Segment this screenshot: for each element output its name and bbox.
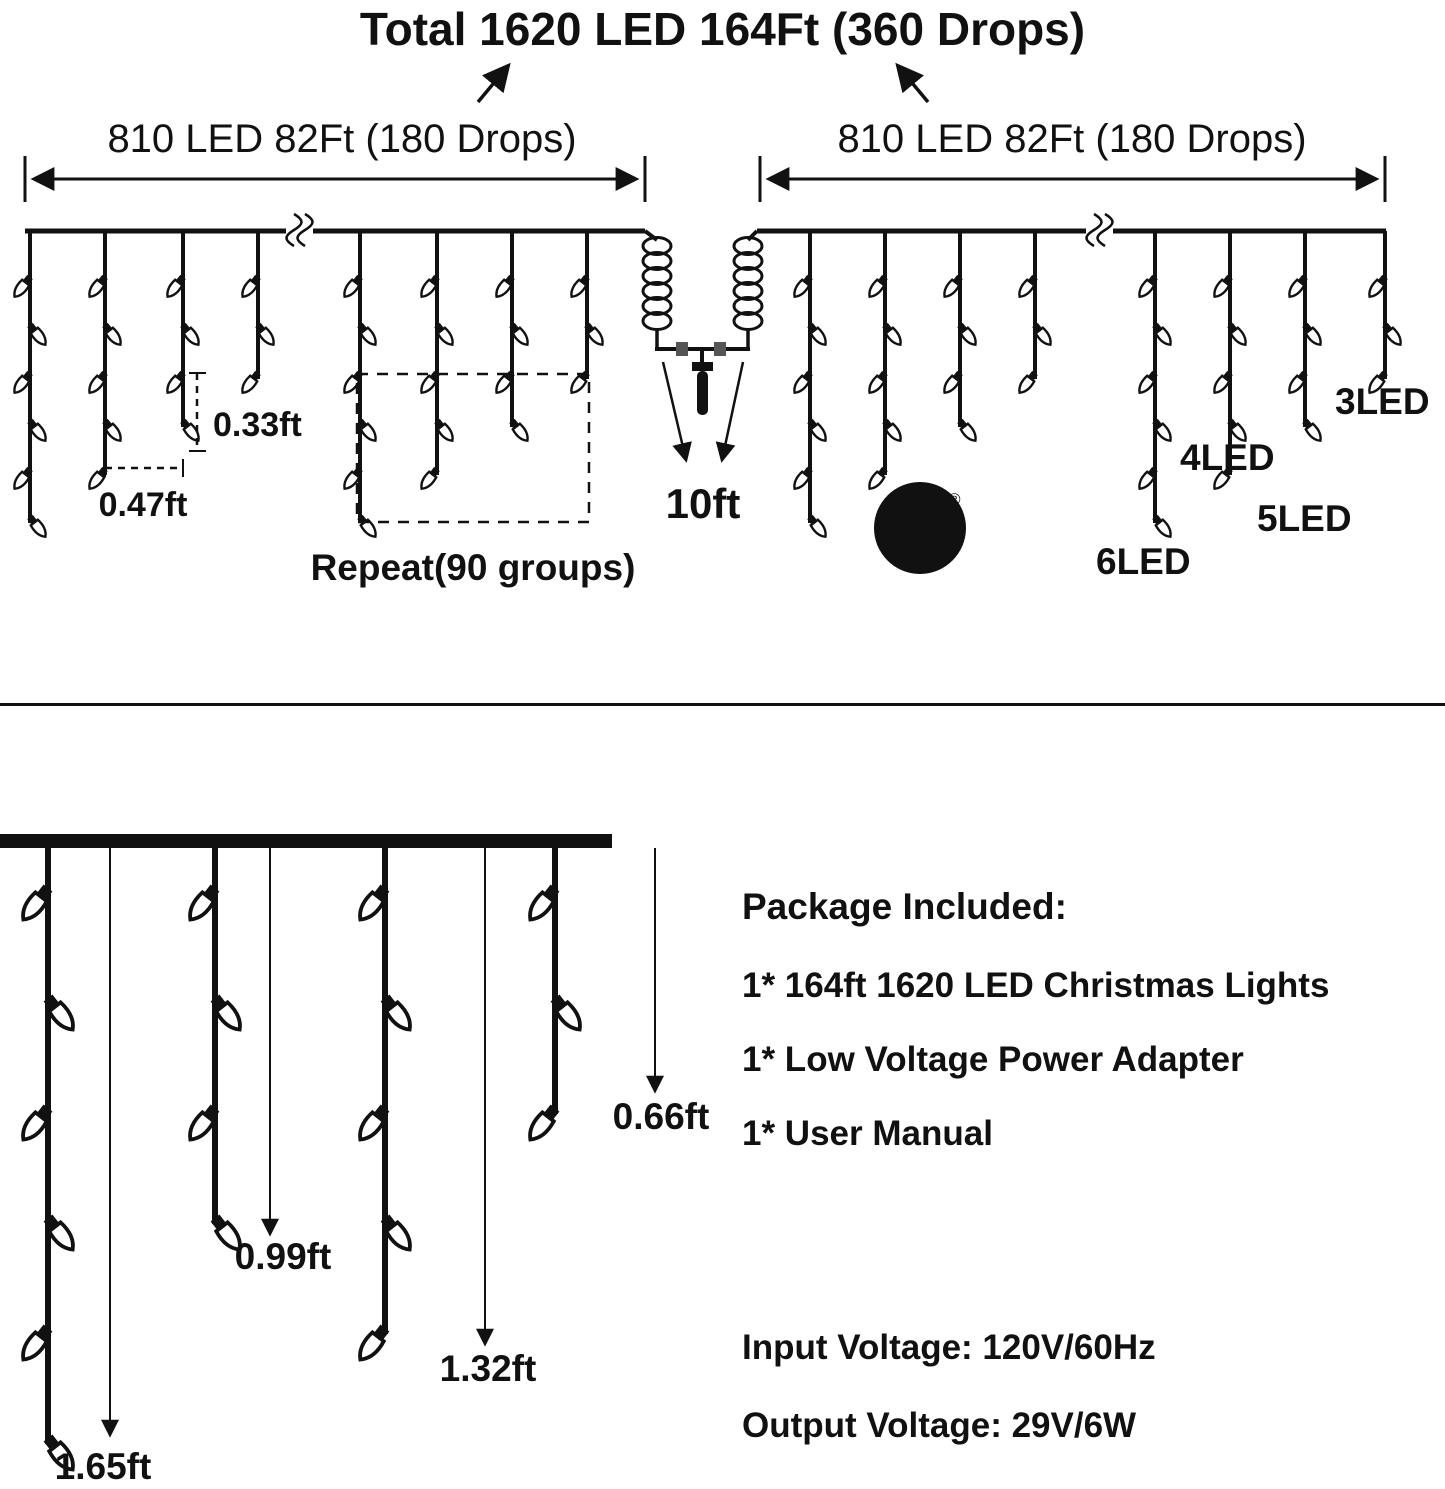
horizontal-spacing-measure	[104, 459, 184, 477]
electrical-specs: Input Voltage: 120V/60Hz Output Voltage:…	[742, 1328, 1156, 1484]
roof-wire-bar	[0, 834, 612, 848]
coil-loop	[641, 296, 673, 316]
title-pointer-arrows	[476, 62, 930, 104]
package-heading: Package Included:	[742, 886, 1067, 927]
section-divider	[0, 703, 1445, 706]
led-bulb-icon	[354, 512, 381, 541]
plug-cap	[692, 362, 713, 371]
page-title: Total 1620 LED 164Ft (360 Drops)	[359, 3, 1086, 55]
ul-mark-text: UL	[888, 505, 944, 552]
coil-loop	[641, 281, 673, 301]
drop-length-diagram: 1.65ft 0.99ft 1.32ft 0.66ft	[0, 834, 710, 1487]
right-span-dimension	[758, 156, 1387, 202]
vertical-spacing-label: 0.33ft	[213, 406, 302, 444]
coil-loop	[641, 251, 673, 271]
led-count-label-6led: 6LED	[1096, 541, 1191, 582]
coiled-cable	[641, 236, 764, 331]
connector-block	[714, 342, 726, 356]
led-bulb-icon	[1014, 368, 1041, 397]
led-count-label-4led: 4LED	[1180, 437, 1275, 478]
horizontal-spacing-label: 0.47ft	[99, 486, 188, 524]
led-bulb-icon	[506, 416, 533, 445]
wire-break-icon	[285, 212, 314, 248]
led-bulb-icon	[864, 464, 891, 493]
output-voltage: Output Voltage: 29V/6W	[742, 1406, 1137, 1445]
icicle-drops	[9, 231, 1406, 541]
led-bulb-icon	[954, 416, 981, 445]
led-bulb-icon	[352, 1321, 394, 1367]
drop-length-arrows	[101, 848, 664, 1438]
power-connector	[643, 229, 759, 415]
package-item: 1* 164ft 1620 LED Christmas Lights	[742, 966, 1330, 1005]
drop-length-label-066: 0.66ft	[613, 1096, 710, 1137]
string-lights-diagram: 810 LED 82Ft (180 Drops) 810 LED 82Ft (1…	[9, 62, 1430, 588]
drop-samples	[15, 848, 588, 1477]
drop-length-label-099: 0.99ft	[235, 1236, 332, 1277]
left-span-dimension	[23, 156, 647, 202]
package-item: 1* User Manual	[742, 1114, 993, 1153]
input-voltage: Input Voltage: 120V/60Hz	[742, 1328, 1156, 1367]
cable-length-arrows	[661, 361, 745, 463]
drop-length-label-132: 1.32ft	[440, 1348, 537, 1389]
ul-certification-badge: UL ®	[874, 482, 966, 574]
led-bulb-icon	[416, 464, 443, 493]
coil-loop	[732, 266, 764, 286]
drop-length-label-165: 1.65ft	[55, 1446, 152, 1487]
right-span-label: 810 LED 82Ft (180 Drops)	[837, 117, 1306, 161]
coil-loop	[732, 251, 764, 271]
wire-break-icon	[1085, 212, 1114, 248]
led-count-label-3led: 3LED	[1335, 381, 1430, 422]
led-bulb-icon	[177, 416, 204, 445]
package-item: 1* Low Voltage Power Adapter	[742, 1040, 1244, 1079]
repeat-group-box	[355, 372, 591, 524]
led-bulb-icon	[1149, 512, 1176, 541]
led-bulb-icon	[522, 1101, 564, 1147]
led-bulb-icon	[804, 512, 831, 541]
led-count-label-5led: 5LED	[1257, 498, 1352, 539]
left-span-label: 810 LED 82Ft (180 Drops)	[107, 117, 576, 161]
plug-body	[697, 371, 708, 415]
ul-registered-icon: ®	[948, 490, 961, 509]
led-bulb-icon	[1299, 416, 1326, 445]
connector-block	[676, 342, 688, 356]
repeat-label: Repeat(90 groups)	[311, 547, 636, 588]
vertical-spacing-measure	[189, 372, 206, 452]
package-included-section: Package Included: 1* 164ft 1620 LED Chri…	[742, 886, 1329, 1188]
coil-loop	[641, 266, 673, 286]
led-bulb-icon	[237, 368, 264, 397]
coil-loop	[732, 281, 764, 301]
led-bulb-icon	[24, 512, 51, 541]
coil-loop	[732, 296, 764, 316]
cable-length-label: 10ft	[666, 480, 741, 527]
